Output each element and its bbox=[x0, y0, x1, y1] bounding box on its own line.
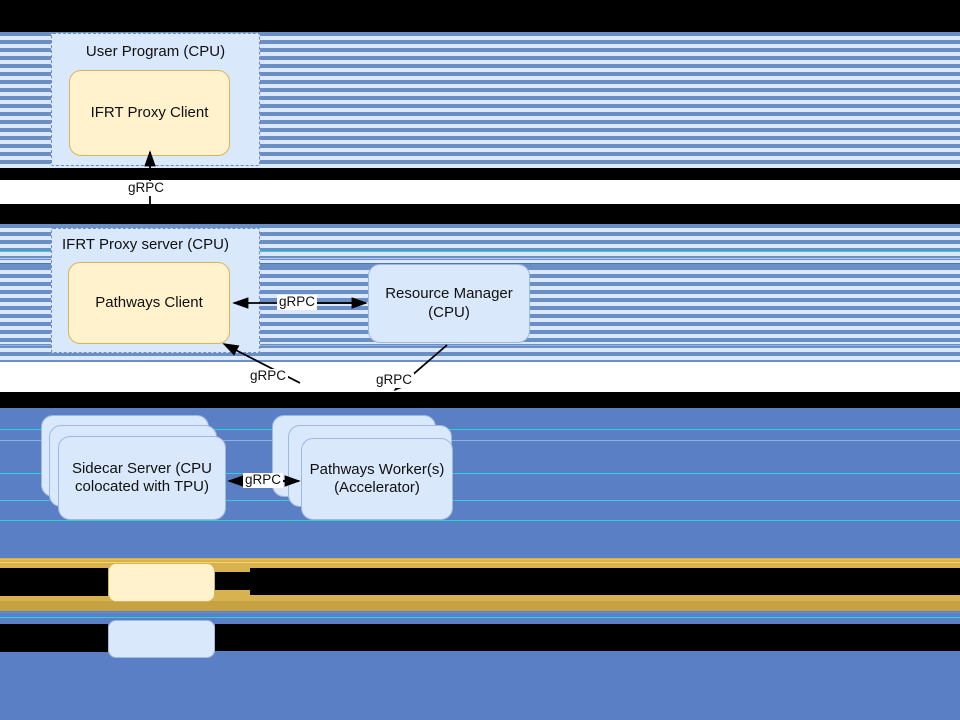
edge-label-client-to-server: gRPC bbox=[126, 180, 167, 196]
node-pathways-workers-label-line1: Pathways Worker(s) bbox=[309, 460, 445, 478]
container-user-program-label: User Program (CPU) bbox=[85, 43, 226, 60]
node-resource-manager-label-line1: Resource Manager bbox=[385, 285, 513, 303]
artifact-scanline bbox=[0, 263, 960, 264]
edge-label-rm-to-workers: gRPC bbox=[374, 372, 415, 388]
node-pathways-workers-label-line2: (Accelerator) bbox=[334, 479, 420, 496]
artifact-scanline bbox=[0, 258, 960, 259]
artifact-scanline bbox=[0, 612, 960, 613]
edge-label-text: gRPC bbox=[128, 180, 165, 195]
artifact-band bbox=[0, 601, 960, 611]
artifact-band bbox=[0, 204, 960, 224]
node-sidecar-server[interactable]: Sidecar Server (CPU colocated with TPU) bbox=[58, 436, 226, 520]
legend-swatch-blue bbox=[108, 620, 215, 658]
node-ifrt-proxy-client[interactable]: IFRT Proxy Client bbox=[69, 70, 230, 156]
artifact-scanline bbox=[0, 473, 960, 474]
artifact-occlusion bbox=[215, 624, 960, 651]
artifact-band bbox=[0, 376, 960, 392]
artifact-band bbox=[0, 392, 960, 408]
node-resource-manager[interactable]: Resource Manager (CPU) bbox=[368, 264, 530, 343]
artifact-scanline bbox=[0, 429, 960, 430]
edge-label-text: gRPC bbox=[279, 294, 316, 309]
edge-label-text: gRPC bbox=[376, 372, 413, 387]
artifact-band bbox=[0, 362, 960, 376]
node-pathways-workers[interactable]: Pathways Worker(s) (Accelerator) bbox=[301, 438, 453, 520]
artifact-scanline bbox=[0, 617, 960, 618]
legend-swatch-yellow bbox=[108, 563, 215, 602]
node-sidecar-server-label-line2: colocated with TPU) bbox=[75, 478, 209, 495]
container-ifrt-proxy-server-label: IFRT Proxy server (CPU) bbox=[62, 236, 229, 253]
artifact-scanline bbox=[0, 440, 960, 441]
edge-label-sidecar-to-pathways-client: gRPC bbox=[248, 368, 289, 384]
artifact-occlusion bbox=[260, 0, 960, 32]
artifact-occlusion bbox=[0, 624, 108, 652]
edge-label-sidecar-to-worker: gRPC bbox=[243, 472, 284, 488]
edge-label-text: gRPC bbox=[250, 368, 287, 383]
node-pathways-client[interactable]: Pathways Client bbox=[68, 262, 230, 344]
node-resource-manager-label-line2: (CPU) bbox=[428, 303, 470, 321]
edge-label-rm-to-pathways-client: gRPC bbox=[277, 294, 318, 310]
node-ifrt-proxy-client-label: IFRT Proxy Client bbox=[90, 103, 209, 121]
edge-label-text: gRPC bbox=[245, 472, 282, 487]
artifact-occlusion bbox=[250, 568, 960, 595]
node-sidecar-server-label-line1: Sidecar Server (CPU bbox=[71, 459, 213, 477]
artifact-occlusion bbox=[0, 568, 108, 596]
artifact-occlusion bbox=[0, 0, 51, 32]
artifact-scanline bbox=[0, 559, 960, 560]
artifact-occlusion bbox=[215, 572, 255, 590]
artifact-scanline bbox=[0, 520, 960, 521]
node-pathways-client-label: Pathways Client bbox=[95, 293, 203, 311]
artifact-scanline bbox=[0, 251, 960, 252]
artifact-scanline bbox=[0, 345, 960, 346]
artifact-scanline bbox=[0, 562, 960, 563]
artifact-scanline bbox=[0, 500, 960, 501]
artifact-band bbox=[0, 168, 960, 180]
